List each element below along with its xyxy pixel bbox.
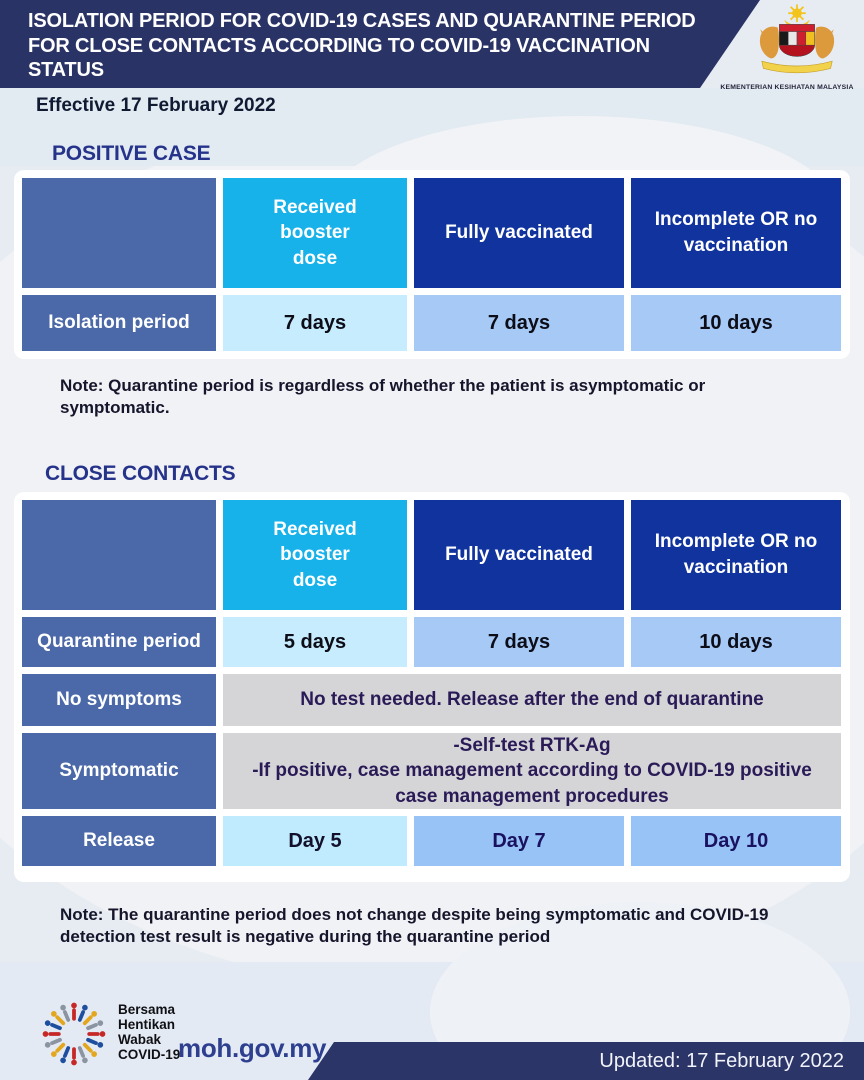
- effective-date: Effective 17 February 2022: [36, 95, 276, 116]
- updated-date: Updated: 17 February 2022: [599, 1049, 844, 1072]
- bersama-hentikan-wabak-logo-icon: [36, 996, 112, 1072]
- poster-title: ISOLATION PERIOD FOR COVID-19 CASES AND …: [28, 10, 696, 82]
- symptomatic-line-1: -Self-test RTK-Ag: [453, 734, 611, 756]
- quarantine-fully-value: 7 days: [414, 617, 624, 667]
- positive-case-note: Note: Quarantine period is regardless of…: [60, 376, 706, 418]
- column-header-booster: Received booster dose: [223, 178, 407, 288]
- column-header-fully-vaccinated: Fully vaccinated: [414, 500, 624, 610]
- header-band: ISOLATION PERIOD FOR COVID-19 CASES AND …: [0, 0, 760, 88]
- isolation-fully-value: 7 days: [414, 295, 624, 351]
- symptomatic-text: -Self-test RTK-Ag -If positive, case man…: [223, 733, 841, 809]
- updated-band: Updated: 17 February 2022: [308, 1042, 864, 1080]
- ministry-label: KEMENTERIAN KESIHATAN MALAYSIA: [720, 84, 854, 91]
- campaign-line: COVID-19: [118, 1047, 181, 1063]
- isolation-incomplete-value: 10 days: [631, 295, 841, 351]
- close-contacts-heading: CLOSE CONTACTS: [45, 462, 236, 485]
- table-corner-cell: [22, 500, 216, 610]
- row-label-no-symptoms: No symptoms: [22, 674, 216, 726]
- campaign-line: Wabak: [118, 1032, 162, 1048]
- malaysia-coat-of-arms-icon: [738, 2, 856, 82]
- positive-case-table: Received booster dose Fully vaccinated I…: [14, 170, 850, 359]
- column-header-incomplete: Incomplete OR no vaccination: [631, 178, 841, 288]
- table-corner-cell: [22, 178, 216, 288]
- row-label-quarantine-period: Quarantine period: [22, 617, 216, 667]
- release-fully-value: Day 7: [414, 816, 624, 866]
- isolation-booster-value: 7 days: [223, 295, 407, 351]
- column-header-booster: Received booster dose: [223, 500, 407, 610]
- campaign-line: Hentikan: [118, 1017, 176, 1033]
- column-header-incomplete: Incomplete OR no vaccination: [631, 500, 841, 610]
- column-header-fully-vaccinated: Fully vaccinated: [414, 178, 624, 288]
- quarantine-incomplete-value: 10 days: [631, 617, 841, 667]
- row-label-symptomatic: Symptomatic: [22, 733, 216, 809]
- close-contacts-table: Received booster dose Fully vaccinated I…: [14, 492, 850, 882]
- no-symptoms-text: No test needed. Release after the end of…: [223, 674, 841, 726]
- positive-case-heading: POSITIVE CASE: [52, 142, 211, 165]
- quarantine-booster-value: 5 days: [223, 617, 407, 667]
- close-contacts-note: Note: The quarantine period does not cha…: [60, 905, 769, 947]
- moh-website: moh.gov.my: [178, 1033, 327, 1063]
- symptomatic-line-2: -If positive, case management according …: [252, 760, 812, 807]
- release-booster-value: Day 5: [223, 816, 407, 866]
- campaign-text: Bersama Hentikan Wabak COVID-19: [118, 1002, 180, 1062]
- row-label-release: Release: [22, 816, 216, 866]
- row-label-isolation-period: Isolation period: [22, 295, 216, 351]
- campaign-line: Bersama: [118, 1002, 176, 1017]
- release-incomplete-value: Day 10: [631, 816, 841, 866]
